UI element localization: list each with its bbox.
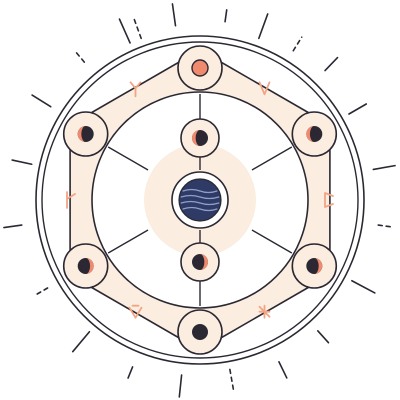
sunburst-rays (3, 3, 396, 398)
sunburst-ray-icon (32, 287, 49, 297)
moon-phase-icon (180, 242, 220, 282)
sunburst-ray-icon (118, 18, 131, 44)
moon-lit (85, 258, 94, 274)
sunburst-ray-icon (278, 360, 288, 379)
spoke-line (107, 229, 149, 254)
moon-lit (306, 126, 315, 142)
sunburst-ray-icon (133, 18, 142, 40)
moon-phase-icon (291, 111, 338, 157)
spoke-line (251, 146, 293, 171)
moon-lit (314, 258, 323, 274)
moon-phase-icon (180, 118, 220, 158)
sunburst-ray-icon (3, 224, 23, 229)
planet-wave (182, 188, 218, 194)
planet-wave (180, 200, 220, 206)
sunburst-ray-icon (258, 13, 269, 40)
orbit-nodes (62, 45, 338, 355)
moon-phase-icon (62, 111, 109, 157)
moon-dark (192, 324, 208, 340)
outer-ring (35, 35, 365, 365)
sunburst-ray-icon (348, 103, 368, 115)
rune-glyph-icon (258, 304, 271, 319)
sunburst-ray-icon (71, 330, 91, 353)
moon-phase-icon (177, 45, 223, 91)
outer-rings (35, 35, 365, 365)
rune-glyph-icon (324, 192, 334, 208)
outer-ring-inner (41, 41, 359, 359)
moon-lit (192, 130, 200, 146)
sunburst-ray-icon (31, 94, 52, 108)
planet-wave (180, 194, 220, 200)
sunburst-ray-icon (127, 366, 134, 379)
sunburst-ray-icon (11, 159, 33, 166)
moon-phase-icon (291, 243, 338, 289)
sunburst-ray-icon (229, 368, 235, 390)
sunburst-ray-icon (178, 374, 183, 398)
planet-core (171, 171, 229, 229)
moon-phase-icon (62, 243, 109, 289)
moon-lit (200, 254, 208, 270)
spoke-line (251, 229, 293, 254)
sunburst-ray-icon (292, 36, 303, 52)
planet-icon (178, 178, 222, 222)
sunburst-ray-icon (224, 9, 228, 23)
rune-glyphs (66, 81, 334, 319)
sunburst-ray-icon (324, 56, 339, 72)
rune-glyph-icon (128, 304, 143, 319)
rune-glyph-icon (258, 81, 271, 96)
sunburst-ray-icon (372, 164, 396, 171)
spoke-line (107, 146, 149, 171)
sunburst-ray-icon (75, 52, 86, 63)
sunburst-ray-icon (377, 224, 391, 228)
moon-phase-icon (177, 309, 223, 355)
rune-glyph-icon (129, 81, 142, 98)
moon-full (191, 59, 209, 77)
rune-glyph-icon (66, 191, 76, 209)
sunburst-ray-icon (316, 329, 330, 344)
planet-wave (182, 206, 218, 212)
sunburst-ray-icon (171, 3, 177, 27)
sunburst-ray-icon (351, 279, 376, 294)
moon-lit (77, 126, 86, 142)
